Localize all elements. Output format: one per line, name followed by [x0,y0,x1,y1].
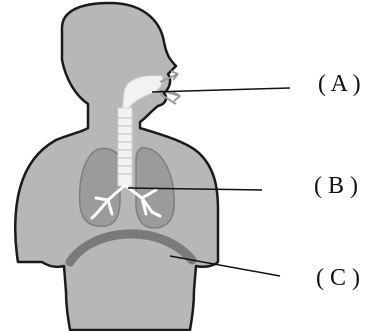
label-c: ( C ) [316,266,360,290]
label-a: ( A ) [318,72,361,96]
leader-line-a [152,88,290,92]
label-b: ( B ) [314,174,358,198]
